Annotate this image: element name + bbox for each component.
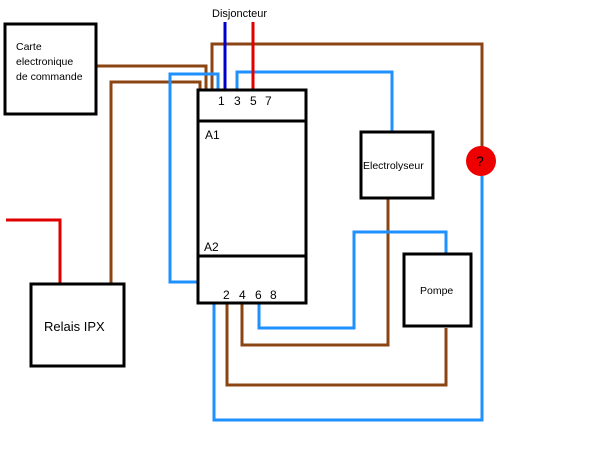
pump-label: Pompe: [420, 285, 453, 297]
control-board-label-line2: electronique: [16, 56, 73, 68]
unknown-component-circle: [466, 146, 496, 176]
contactor: 1 3 5 7 A1 A2 2 4 6 8: [196, 88, 308, 305]
wire-blue-t6-pump: [257, 230, 448, 330]
wire-brown-relay: [109, 80, 202, 286]
terminal-6: 6: [255, 288, 262, 302]
relay-ipx-box: [29, 282, 126, 368]
terminal-3: 3: [234, 94, 241, 108]
wire-blue-left-loop: [168, 72, 220, 284]
electrolyser-label: Electrolyseur: [363, 160, 424, 172]
wire-relay-red-feed: [6, 218, 62, 286]
terminal-7: 7: [265, 94, 272, 108]
terminal-1: 1: [218, 94, 225, 108]
terminal-4: 4: [239, 288, 246, 302]
contactor-body: [196, 88, 308, 305]
terminal-5: 5: [250, 94, 257, 108]
wire-brown-outer: [210, 42, 484, 148]
terminal-2: 2: [223, 288, 230, 302]
wire-blue-t3-electro: [235, 70, 394, 132]
electrolyser-box: [359, 130, 435, 200]
control-board-box: [3, 22, 98, 116]
wire-brown-t2-pump: [225, 302, 448, 387]
control-board-label-line3: de commande: [16, 71, 83, 83]
relay-ipx-label: Relais IPX: [44, 319, 105, 334]
wire-brown-t4-electro: [240, 198, 390, 347]
control-board-label-line1: Carte: [16, 41, 42, 53]
coil-a2-label: A2: [204, 240, 219, 254]
coil-a1-label: A1: [205, 128, 220, 142]
pump-box: [402, 252, 473, 328]
breaker-label: Disjoncteur: [212, 8, 267, 20]
unknown-component-label: ?: [476, 153, 484, 169]
terminal-8: 8: [270, 288, 277, 302]
brown-wires: [96, 42, 484, 387]
